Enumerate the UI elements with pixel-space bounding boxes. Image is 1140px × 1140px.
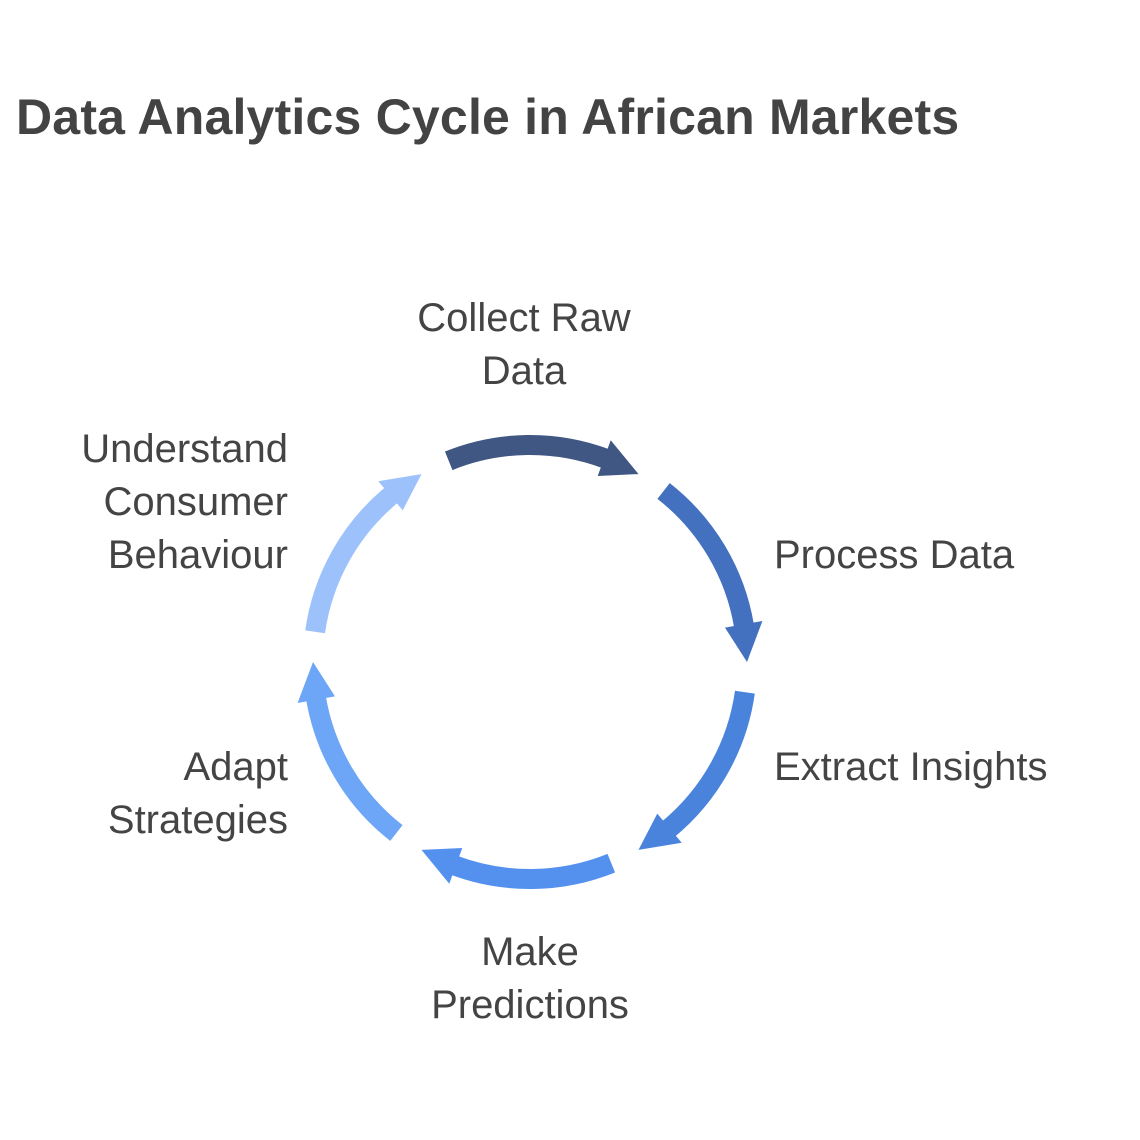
step-label-process-data: Process Data <box>774 533 1015 577</box>
step-label-collect-raw-data: Collect Raw Data <box>417 296 631 393</box>
cycle-arrow-shaft <box>305 486 399 634</box>
cycle-arrow-process <box>657 483 763 662</box>
diagram-title: Data Analytics Cycle in African Markets <box>16 89 960 145</box>
cycle-arrow-shaft <box>450 853 616 889</box>
cycle-arrow-adapt <box>297 662 403 841</box>
cycle-arrow-predict <box>421 848 616 889</box>
cycle-arrow-shaft <box>661 690 755 838</box>
cycle-arrow-shaft <box>306 696 403 841</box>
step-label-adapt-strategies: Adapt Strategies <box>107 745 288 842</box>
cycle-arrow-collect <box>444 435 639 476</box>
cycle-arrow-head <box>638 813 682 850</box>
step-label-extract-insights: Extract Insights <box>774 745 1048 789</box>
cycle-arrow-head <box>724 621 763 662</box>
cycle-arrow-head <box>597 440 639 476</box>
cycle-arrow-shaft <box>657 483 754 628</box>
cycle-arrow-shaft <box>444 435 610 471</box>
cycle-arrow-head <box>421 848 463 884</box>
cycle-arrow-extract <box>638 690 755 850</box>
cycle-arrow-head <box>378 474 422 511</box>
cycle-arrow-head <box>297 662 336 703</box>
cycle-arrow-understand <box>305 474 422 634</box>
step-label-understand-consumer-behaviour: Understand Consumer Behaviour <box>81 427 288 577</box>
step-label-make-predictions: Make Predictions <box>431 930 629 1027</box>
